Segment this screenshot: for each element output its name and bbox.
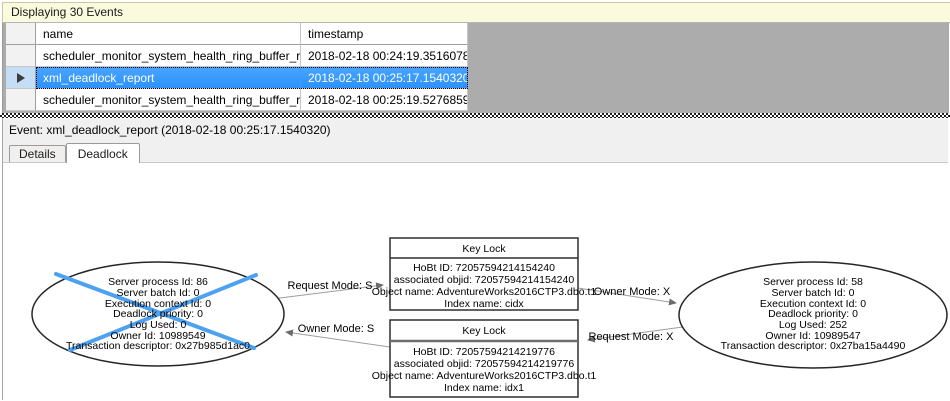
- tab-details[interactable]: Details: [9, 145, 66, 162]
- svg-text:Owner Id: 10989547: Owner Id: 10989547: [765, 330, 860, 342]
- edge-request-mode-x: [587, 325, 691, 343]
- svg-text:Server process Id: 58: Server process Id: 58: [763, 276, 863, 288]
- svg-text:Object name: AdventureWorks201: Object name: AdventureWorks2016CTP3.dbo.…: [372, 370, 597, 382]
- svg-text:Key Lock: Key Lock: [462, 325, 506, 337]
- svg-text:Execution context Id: 0: Execution context Id: 0: [760, 298, 866, 310]
- svg-text:associated objid: 720575942141: associated objid: 72057594214154240: [394, 274, 575, 286]
- svg-text:Deadlock priority: 0: Deadlock priority: 0: [113, 308, 203, 320]
- events-grid: name timestamp scheduler_monitor_system_…: [2, 23, 949, 113]
- svg-text:Execution context Id: 0: Execution context Id: 0: [105, 298, 211, 310]
- table-row[interactable]: scheduler_monitor_system_health_ring_buf…: [6, 89, 468, 111]
- svg-text:Log Used: 0: Log Used: 0: [130, 319, 187, 331]
- svg-text:Index name: cidx: Index name: cidx: [444, 298, 524, 310]
- cell-timestamp[interactable]: 2018-02-18 00:24:19.3516078: [301, 45, 468, 67]
- column-header-name[interactable]: name: [36, 23, 301, 45]
- svg-text:Object name: AdventureWorks201: Object name: AdventureWorks2016CTP3.dbo.…: [372, 286, 597, 298]
- process-node-victim[interactable]: Server process Id: 86 Server batch Id: 0…: [31, 261, 285, 367]
- deadlock-graph-canvas: Server process Id: 86 Server batch Id: 0…: [3, 162, 948, 401]
- cell-timestamp[interactable]: 2018-02-18 00:25:19.5276859: [301, 89, 468, 111]
- grid-header-row: name timestamp: [6, 23, 468, 45]
- svg-text:Server batch Id: 0: Server batch Id: 0: [772, 287, 855, 299]
- victim-cross-line: [68, 273, 258, 352]
- resource-node-key-lock-top[interactable]: Key Lock HoBt ID: 72057594214154240 asso…: [372, 237, 597, 311]
- table-row[interactable]: scheduler_monitor_system_health_ring_buf…: [6, 45, 468, 67]
- column-header-timestamp[interactable]: timestamp: [301, 23, 468, 45]
- victim-cross-line: [54, 272, 256, 350]
- current-row-arrow-icon: [16, 72, 25, 83]
- row-gutter[interactable]: [6, 45, 36, 67]
- cell-name[interactable]: scheduler_monitor_system_health_ring_buf…: [36, 45, 301, 67]
- events-count-banner: Displaying 30 Events: [2, 2, 950, 23]
- edge-label: Owner Mode: S: [298, 323, 374, 335]
- detail-tabstrip: Details Deadlock: [3, 142, 948, 163]
- horizontal-splitter[interactable]: [0, 113, 950, 118]
- svg-text:Server process Id: 86: Server process Id: 86: [108, 276, 208, 288]
- row-header-gutter: [6, 23, 36, 45]
- edge-owner-mode-x: [577, 287, 677, 306]
- row-gutter[interactable]: [6, 67, 36, 89]
- process-node[interactable]: Server process Id: 58 Server batch Id: 0…: [678, 261, 948, 369]
- cell-name[interactable]: xml_deadlock_report: [36, 67, 301, 89]
- svg-text:Deadlock priority: 0: Deadlock priority: 0: [768, 308, 858, 320]
- svg-text:HoBt ID: 72057594214154240: HoBt ID: 72057594214154240: [413, 262, 555, 274]
- svg-text:Key Lock: Key Lock: [462, 243, 506, 255]
- edge-label: Request Mode: X: [589, 331, 675, 343]
- svg-text:Index name: idx1: Index name: idx1: [444, 382, 524, 394]
- selected-event-label: Event: xml_deadlock_report (2018-02-18 0…: [9, 123, 331, 137]
- svg-text:Server batch Id: 0: Server batch Id: 0: [117, 287, 200, 299]
- svg-text:associated objid: 720575942142: associated objid: 72057594214219776: [394, 358, 575, 370]
- edge-label: Owner Mode: X: [594, 286, 671, 298]
- svg-text:Transaction descriptor: 0x27ba: Transaction descriptor: 0x27ba15a4490: [721, 340, 906, 352]
- svg-text:Transaction descriptor: 0x27b9: Transaction descriptor: 0x27b985d1ac0: [66, 340, 250, 352]
- resource-node-key-lock-bottom[interactable]: Key Lock HoBt ID: 72057594214219776 asso…: [372, 319, 597, 398]
- edge-owner-mode-s: [285, 329, 391, 348]
- edge-request-mode-s: [271, 282, 384, 300]
- svg-text:HoBt ID: 72057594214219776: HoBt ID: 72057594214219776: [413, 346, 555, 358]
- svg-text:Log Used: 252: Log Used: 252: [779, 319, 847, 331]
- row-gutter[interactable]: [6, 89, 36, 111]
- cell-name[interactable]: scheduler_monitor_system_health_ring_buf…: [36, 89, 301, 111]
- table-row-selected[interactable]: xml_deadlock_report 2018-02-18 00:25:17.…: [6, 67, 468, 89]
- tab-deadlock[interactable]: Deadlock: [65, 143, 140, 163]
- edge-label: Request Mode: S: [288, 280, 373, 292]
- cell-timestamp[interactable]: 2018-02-18 00:25:17.1540320: [301, 67, 468, 89]
- event-detail-panel: Event: xml_deadlock_report (2018-02-18 0…: [2, 118, 948, 401]
- svg-text:Owner Id: 10989549: Owner Id: 10989549: [110, 330, 205, 342]
